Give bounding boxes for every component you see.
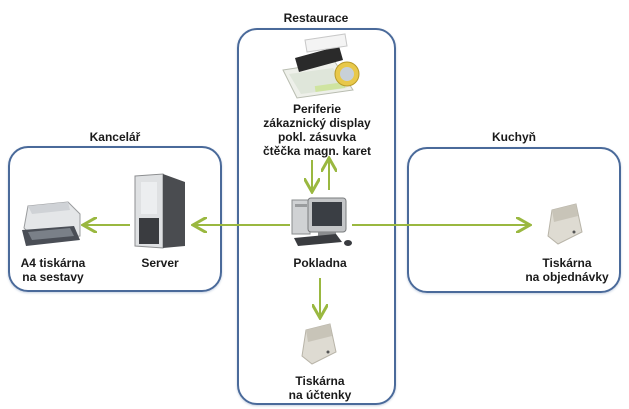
laser-printer-icon xyxy=(22,201,81,246)
zone-office-title: Kancelář xyxy=(89,130,141,144)
zone-office xyxy=(8,146,222,292)
computer-icon xyxy=(291,197,352,246)
a4-printer-label: A4 tiskárna na sestavy xyxy=(20,256,86,284)
zone-restaurant-title: Restaurace xyxy=(283,11,349,25)
order-printer-icon xyxy=(547,203,583,245)
pos-label: Pokladna xyxy=(293,256,347,270)
zone-kitchen xyxy=(407,147,621,293)
receipt-printer-icon xyxy=(301,323,337,365)
zone-kitchen-title: Kuchyň xyxy=(491,130,536,144)
card-reader-icon xyxy=(282,33,360,99)
peripherals-label: Periferie zákaznický display pokl. zásuv… xyxy=(262,102,372,158)
zone-restaurant xyxy=(237,28,396,405)
server-tower-icon xyxy=(134,173,185,249)
receipt-printer-label: Tiskárna na účtenky xyxy=(288,374,352,402)
order-printer-label: Tiskárna na objednávky xyxy=(525,256,609,284)
server-label: Server xyxy=(141,256,179,270)
